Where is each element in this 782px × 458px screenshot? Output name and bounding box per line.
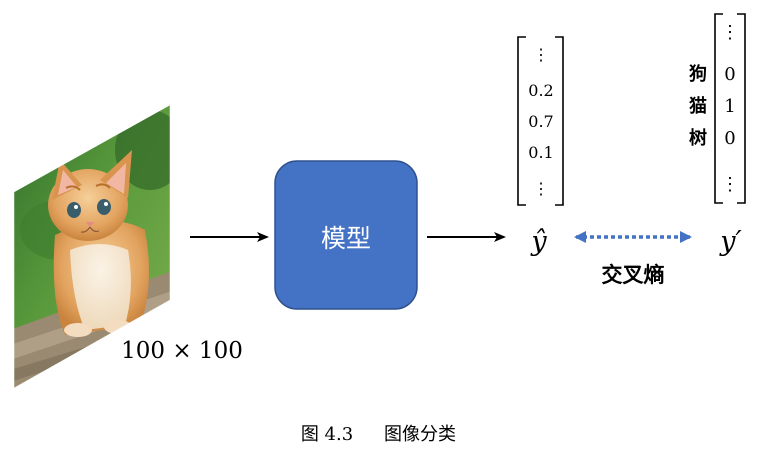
input-size-label: 100 × 100 — [121, 338, 243, 364]
prediction-symbol: ŷ — [530, 226, 547, 257]
target-entry: ⋮ — [721, 22, 739, 43]
target-entry: 1 — [724, 96, 735, 117]
class-label-tree: 树 — [689, 127, 707, 149]
target-right-bracket — [737, 13, 746, 204]
prediction-entry: 0.1 — [528, 143, 553, 162]
target-symbol: y′ — [719, 226, 741, 257]
prediction-entry: ⋮ — [533, 179, 549, 198]
prediction-right-bracket — [555, 36, 564, 206]
cross-entropy-label: 交叉熵 — [602, 263, 665, 287]
prediction-entry: ⋮ — [533, 45, 549, 64]
input-image — [14, 105, 170, 388]
class-label-dog: 狗 — [689, 63, 707, 85]
prediction-vector: ⋮ 0.2 0.7 0.1 ⋮ — [517, 36, 564, 206]
prediction-left-bracket — [517, 36, 526, 206]
input-image-frame — [13, 104, 171, 389]
figure-number: 图 4.3 — [301, 424, 353, 445]
target-vector: 狗 猫 树 ⋮ 0 1 0 ⋮ — [689, 13, 746, 204]
class-label-cat: 猫 — [689, 95, 707, 117]
prediction-entry: 0.2 — [528, 81, 553, 100]
target-entry: 0 — [724, 128, 735, 149]
target-entry: ⋮ — [721, 174, 739, 195]
prediction-entry: 0.7 — [528, 112, 553, 131]
model-box — [274, 160, 418, 310]
figure-title: 图像分类 — [384, 424, 456, 445]
model-label: 模型 — [321, 224, 371, 253]
target-left-bracket — [714, 13, 723, 204]
target-entry: 0 — [724, 64, 735, 85]
